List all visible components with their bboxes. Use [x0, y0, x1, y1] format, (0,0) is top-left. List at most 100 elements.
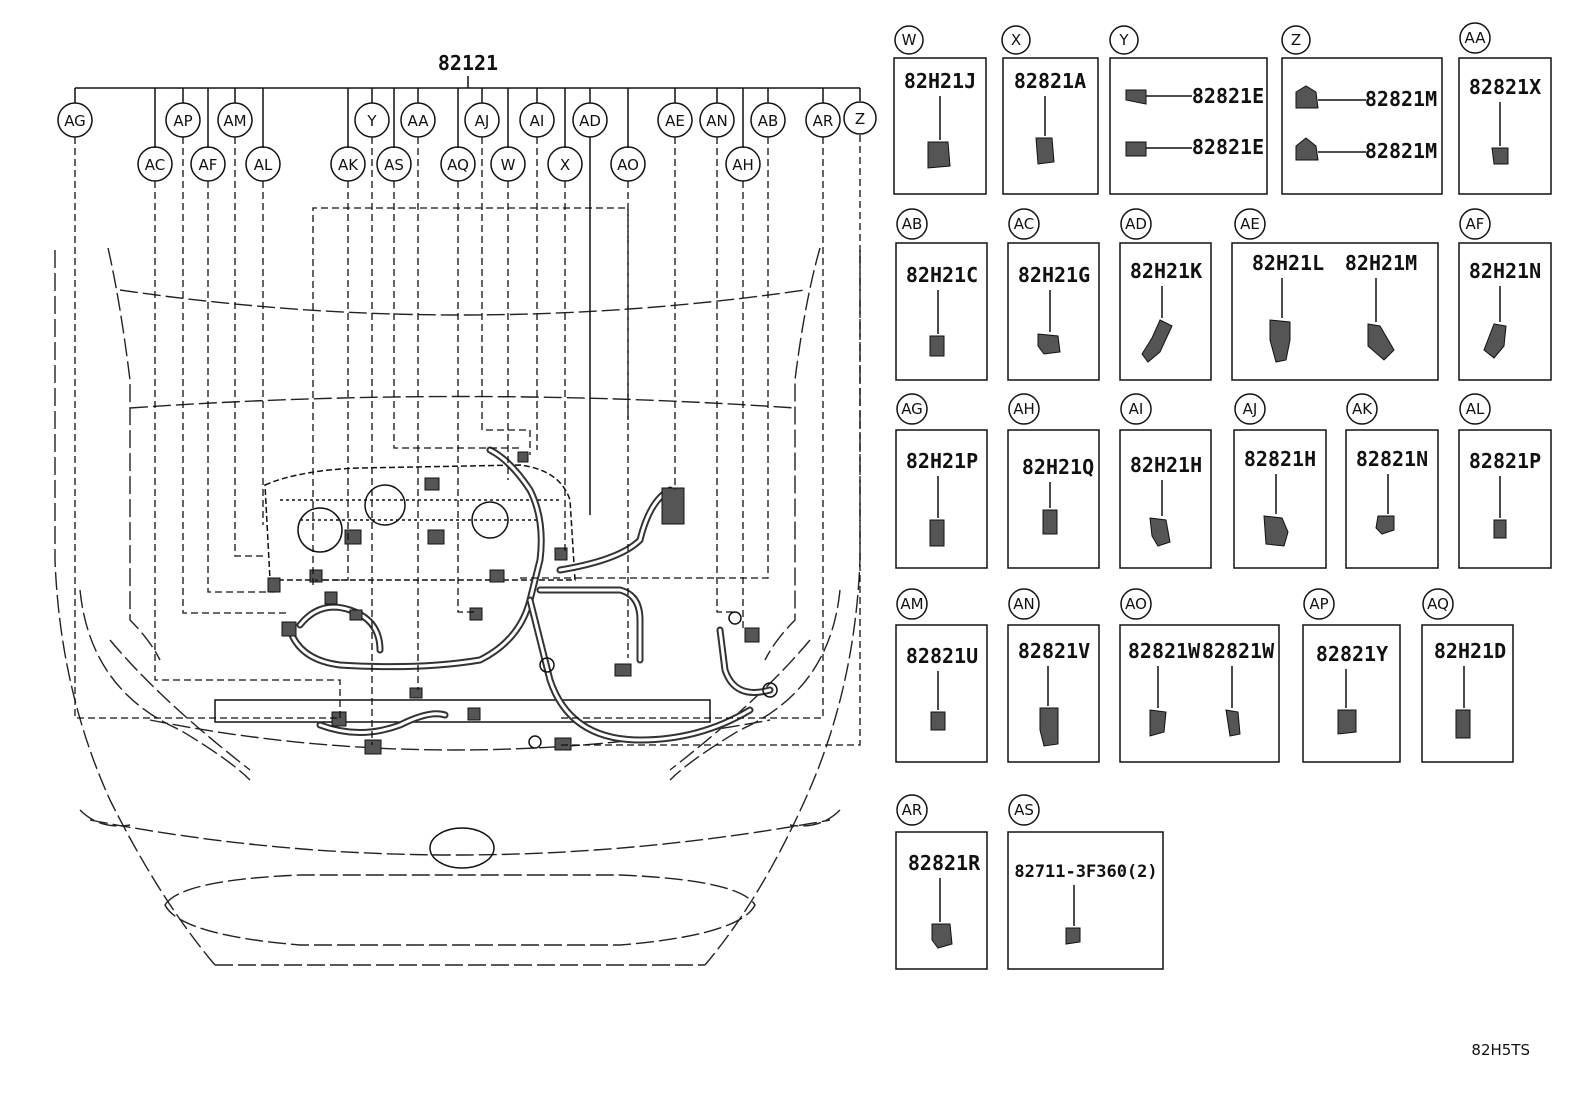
svg-text:W: W	[902, 31, 917, 49]
svg-text:AN: AN	[706, 112, 727, 130]
part-box-z: Z 82821M 82821M	[1281, 25, 1443, 195]
svg-text:AH: AH	[732, 156, 754, 174]
part-number: 82821U	[906, 644, 978, 668]
part-number: 82821P	[1469, 449, 1541, 473]
svg-text:AR: AR	[902, 801, 923, 819]
svg-text:Y: Y	[366, 112, 377, 130]
part-box-al: AL 82821P	[1458, 393, 1552, 569]
callout-am: AM	[217, 102, 253, 138]
part-number: 82821N	[1356, 447, 1428, 471]
svg-text:X: X	[560, 156, 570, 174]
svg-text:Y: Y	[1118, 31, 1129, 49]
svg-text:AM: AM	[900, 595, 923, 613]
svg-text:AQ: AQ	[1427, 595, 1449, 613]
part-number: 82H21C	[906, 263, 978, 287]
part-box-ak: AK 82821N	[1345, 393, 1439, 569]
part-box-af: AF 82H21N	[1458, 208, 1552, 381]
svg-text:AQ: AQ	[447, 156, 469, 174]
engine-harness	[264, 446, 778, 755]
svg-text:AC: AC	[1014, 215, 1034, 233]
callout-as: AS	[376, 146, 412, 182]
svg-text:AG: AG	[64, 112, 86, 130]
svg-text:AJ: AJ	[1243, 400, 1258, 418]
part-number: 82821H	[1244, 447, 1316, 471]
svg-text:AF: AF	[1466, 215, 1485, 233]
svg-text:AF: AF	[199, 156, 218, 174]
svg-text:AB: AB	[758, 112, 779, 130]
callout-w: W	[490, 146, 526, 182]
part-number: 82821M	[1365, 139, 1437, 163]
callout-x: X	[547, 146, 583, 182]
part-number: 82821W	[1128, 639, 1201, 663]
callout-ak: AK	[330, 146, 366, 182]
part-box-ar: AR 82821R	[895, 794, 988, 970]
main-part-bracket: 82121	[75, 51, 860, 89]
parts-grid: W 82H21J X 82821A Y 82821E 82821E Z	[893, 22, 1552, 970]
part-box-an: AN 82821V	[1007, 588, 1100, 763]
part-box-aj: AJ 82821H	[1233, 393, 1327, 569]
part-box-ae: AE 82H21L 82H21M	[1231, 208, 1439, 381]
svg-text:AS: AS	[384, 156, 404, 174]
part-box-aq: AQ 82H21D	[1421, 588, 1514, 763]
part-number: 82H21N	[1469, 259, 1541, 283]
svg-text:AM: AM	[223, 112, 246, 130]
part-box-w: W 82H21J	[893, 25, 987, 195]
callout-ae: AE	[657, 102, 693, 138]
svg-text:AA: AA	[1465, 29, 1487, 47]
part-box-aa: AA 82821X	[1458, 22, 1552, 195]
part-number: 82H21L	[1252, 251, 1324, 275]
svg-text:AR: AR	[813, 112, 834, 130]
callout-leaders	[74, 88, 861, 746]
part-number: 82H21P	[906, 449, 978, 473]
part-box-ac: AC 82H21G	[1007, 208, 1100, 381]
svg-text:AH: AH	[1013, 400, 1035, 418]
part-number: 82821V	[1018, 639, 1090, 663]
part-box-ap: AP 82821Y	[1302, 588, 1401, 763]
part-box-ad: AD 82H21K	[1119, 208, 1212, 381]
svg-text:AL: AL	[254, 156, 273, 174]
svg-text:AB: AB	[902, 215, 923, 233]
svg-text:AD: AD	[1125, 215, 1147, 233]
part-number: 82821E	[1192, 84, 1264, 108]
part-box-ag: AG 82H21P	[895, 393, 988, 569]
callout-ai: AI	[519, 102, 555, 138]
main-part-number: 82121	[438, 51, 498, 75]
part-number: 82821R	[908, 851, 981, 875]
callout-ap: AP	[165, 102, 201, 138]
callout-aq: AQ	[440, 146, 476, 182]
callout-ab: AB	[750, 102, 786, 138]
svg-text:AE: AE	[1240, 215, 1260, 233]
svg-text:AC: AC	[145, 156, 165, 174]
part-number: 82821Y	[1316, 642, 1388, 666]
callout-z: Z	[843, 101, 877, 135]
part-box-y: Y 82821E 82821E	[1109, 25, 1268, 195]
svg-text:AG: AG	[901, 400, 923, 418]
callout-y: Y	[354, 102, 390, 138]
svg-text:AS: AS	[1014, 801, 1034, 819]
callout-ah: AH	[725, 146, 761, 182]
part-number: 82821A	[1014, 69, 1086, 93]
part-number: 82H21Q	[1022, 455, 1094, 479]
svg-text:Z: Z	[1291, 31, 1301, 49]
part-box-ao: AO 82821W 82821W	[1119, 588, 1280, 763]
svg-text:AE: AE	[665, 112, 685, 130]
vehicle-outline	[54, 247, 861, 966]
part-number: 82H21K	[1130, 259, 1202, 283]
callout-an: AN	[699, 102, 735, 138]
part-number: 82711-3F360(2)	[1014, 862, 1157, 882]
part-number: 82821M	[1365, 87, 1437, 111]
callout-ad: AD	[572, 102, 608, 138]
svg-text:AP: AP	[1309, 595, 1328, 613]
part-number: 82821X	[1469, 75, 1541, 99]
svg-text:AA: AA	[408, 112, 430, 130]
svg-text:Z: Z	[855, 110, 865, 128]
callout-aj: AJ	[464, 102, 500, 138]
part-number: 82H21M	[1345, 251, 1417, 275]
svg-text:AL: AL	[1466, 400, 1485, 418]
svg-text:AI: AI	[530, 112, 545, 130]
svg-text:AO: AO	[617, 156, 639, 174]
svg-text:AI: AI	[1129, 400, 1144, 418]
callout-ar: AR	[805, 102, 841, 138]
part-number: 82H21H	[1130, 453, 1202, 477]
diagram-code: 82H5TS	[1471, 1041, 1530, 1059]
